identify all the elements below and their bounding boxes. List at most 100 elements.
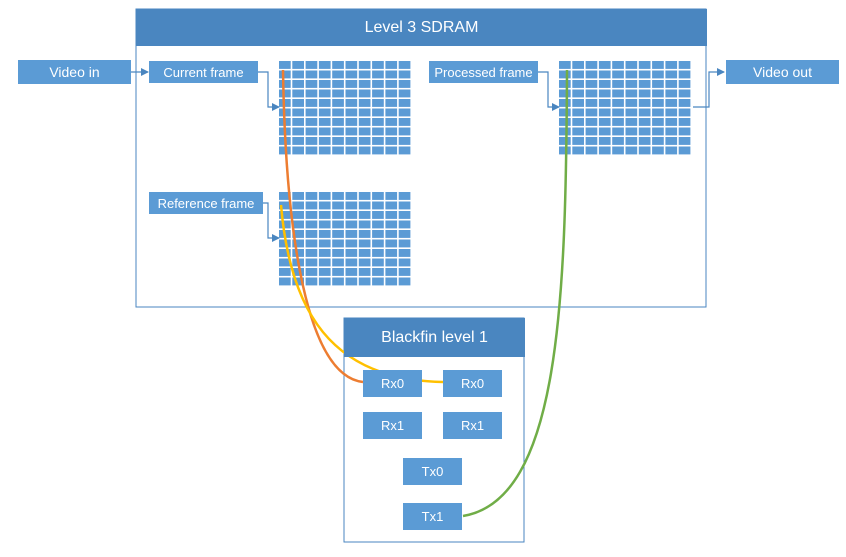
frame-cell [559, 89, 571, 98]
frame-cell [345, 220, 358, 229]
frame-cell [652, 61, 664, 69]
frame-cell [678, 89, 691, 98]
frame-cell [372, 201, 384, 210]
frame-cell [318, 99, 331, 107]
frame-cell [372, 146, 384, 155]
frame-cell [652, 70, 664, 79]
frame-cell [372, 268, 384, 276]
frame-cell [332, 239, 344, 248]
frame-cell [598, 108, 611, 117]
frame-cell [292, 89, 304, 98]
frame-cell [279, 249, 291, 257]
frame-cell [652, 89, 664, 98]
frame-cell [612, 127, 624, 136]
current-frame-connector [258, 71, 280, 111]
frame-cell [358, 230, 371, 238]
frame-cell [638, 108, 651, 117]
register-rx0-right: Rx0 [443, 370, 502, 397]
frame-cell [305, 108, 318, 117]
frame-cell [372, 277, 384, 286]
frame-cell [598, 80, 611, 88]
frame-cell [305, 239, 318, 248]
frame-cell [345, 249, 358, 257]
frame-cell [332, 192, 344, 200]
frame-cell [385, 80, 398, 88]
frame-cell [372, 80, 384, 88]
video-out-box: Video out [726, 60, 839, 84]
frame-cell [612, 80, 624, 88]
frame-cell [625, 118, 638, 126]
frame-cell [572, 80, 584, 88]
processed-frame-grid [559, 61, 691, 155]
frame-cell [305, 277, 318, 286]
frame-cell [345, 268, 358, 276]
frame-cell [318, 211, 331, 219]
frame-cell [332, 201, 344, 210]
frame-cell [385, 277, 398, 286]
frame-cell [358, 211, 371, 219]
frame-cell [318, 137, 331, 145]
frame-cell [332, 146, 344, 155]
frame-cell [345, 277, 358, 286]
frame-cell [372, 70, 384, 79]
frame-cell [398, 99, 411, 107]
frame-cell [678, 137, 691, 145]
frame-cell [279, 192, 291, 200]
frame-cell [332, 70, 344, 79]
frame-cell [318, 70, 331, 79]
frame-cell [292, 277, 304, 286]
register-rx1-right: Rx1 [443, 412, 502, 439]
frame-cell [585, 89, 598, 98]
frame-cell [279, 211, 291, 219]
frame-cell [398, 146, 411, 155]
frame-cell [332, 249, 344, 257]
frame-cell [292, 146, 304, 155]
frame-cell [279, 61, 291, 69]
frame-cell [665, 99, 678, 107]
frame-cell [638, 127, 651, 136]
frame-cell [398, 192, 411, 200]
frame-cell [332, 230, 344, 238]
frame-cell [332, 258, 344, 267]
frame-cell [292, 127, 304, 136]
frame-cell [385, 146, 398, 155]
blackfin-title: Blackfin level 1 [344, 318, 525, 357]
frame-cell [292, 268, 304, 276]
frame-cell [305, 268, 318, 276]
frame-cell [385, 258, 398, 267]
frame-cell [559, 118, 571, 126]
frame-cell [625, 108, 638, 117]
frame-cell [638, 80, 651, 88]
frame-cell [398, 201, 411, 210]
frame-cell [625, 137, 638, 145]
frame-cell [318, 192, 331, 200]
frame-cell [292, 70, 304, 79]
frame-cell [678, 61, 691, 69]
frame-cell [385, 137, 398, 145]
frame-cell [572, 137, 584, 145]
frame-cell [332, 118, 344, 126]
current-frame-to-rx0-path [281, 69, 364, 384]
frame-cell [598, 118, 611, 126]
frame-cell [372, 89, 384, 98]
frame-cell [372, 230, 384, 238]
frame-cell [665, 70, 678, 79]
frame-cell [585, 127, 598, 136]
frame-cell [665, 118, 678, 126]
frame-cell [398, 268, 411, 276]
frame-cell [318, 127, 331, 136]
frame-cell [318, 108, 331, 117]
frame-cell [372, 239, 384, 248]
frame-cell [292, 201, 304, 210]
frame-cell [652, 108, 664, 117]
frame-cell [279, 277, 291, 286]
frame-cell [318, 220, 331, 229]
frame-cell [585, 99, 598, 107]
frame-cell [398, 249, 411, 257]
frame-cell [292, 80, 304, 88]
frame-cell [665, 127, 678, 136]
frame-cell [279, 80, 291, 88]
frame-cell [598, 89, 611, 98]
frame-cell [318, 89, 331, 98]
